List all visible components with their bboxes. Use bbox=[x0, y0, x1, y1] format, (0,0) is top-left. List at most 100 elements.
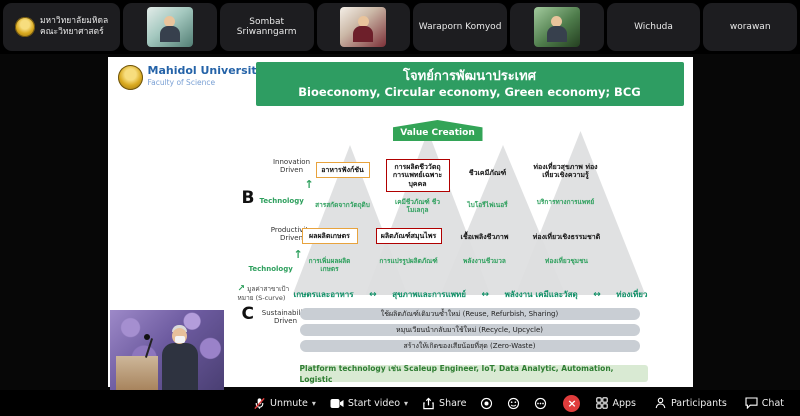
innovation-box-biochemical: ชีวเคมีภัณฑ์ bbox=[468, 169, 507, 177]
chevron-down-icon[interactable]: ▾ bbox=[311, 398, 316, 408]
unmute-label: Unmute bbox=[270, 397, 308, 409]
microphone-stand bbox=[144, 338, 154, 358]
sustainability-driven-label: Sustainability Driven bbox=[261, 309, 310, 326]
share-button[interactable]: Share bbox=[415, 397, 473, 410]
chevron-down-icon[interactable]: ▾ bbox=[404, 398, 409, 408]
participants-button[interactable]: Participants bbox=[647, 397, 734, 409]
innovation-box-food: อาหารฟังก์ชัน bbox=[315, 162, 370, 179]
participant-tile-mahidol[interactable]: มหาวิทยาลัยมหิดล คณะวิทยาศาสตร์ bbox=[3, 3, 121, 51]
participant-video-tile[interactable] bbox=[316, 3, 411, 51]
participant-body bbox=[546, 26, 567, 42]
panel-controls: Apps Participants Chat bbox=[589, 397, 800, 409]
slide-logo-block: Mahidol University Faculty of Science bbox=[117, 64, 264, 90]
participant-tile-wichuda[interactable]: Wichuda bbox=[606, 3, 701, 51]
participant-face bbox=[357, 16, 369, 27]
mahidol-logo-icon bbox=[117, 65, 143, 90]
more-options-icon bbox=[534, 397, 547, 410]
mahidol-logo-icon bbox=[14, 17, 35, 37]
sector-axis: เกษตรและอาหาร ↔ สุขภาพและการแพทย์ ↔ พลัง… bbox=[294, 288, 648, 301]
s-curve-axis-label: ↗ มูลค่าสาขาเป้าหมาย (S-curve) bbox=[237, 284, 290, 302]
slide-title-th: โจทย์การพัฒนาประเทศ bbox=[403, 68, 536, 84]
innovation-sub-1: สารสกัดจากวัตถุดิบ bbox=[315, 201, 370, 209]
participant-name: worawan bbox=[729, 22, 771, 32]
platform-technology-bar: Platform technology เช่น Scaleup Enginee… bbox=[299, 364, 648, 384]
productivity-sub-4: ท่องเที่ยวชุมชน bbox=[545, 257, 588, 265]
chat-button[interactable]: Chat bbox=[738, 397, 791, 409]
left-right-arrow-icon: ↔ bbox=[369, 289, 377, 300]
participants-label: Participants bbox=[670, 397, 727, 409]
participant-face bbox=[164, 16, 176, 27]
participant-video-thumbnail bbox=[533, 7, 580, 47]
participant-body bbox=[159, 26, 180, 42]
leave-meeting-button[interactable]: × bbox=[563, 394, 581, 412]
slide-header-banner: โจทย์การพัฒนาประเทศ Bioeconomy, Circular… bbox=[255, 62, 684, 106]
call-controls: Unmute ▾ Start video ▾ Share bbox=[246, 394, 589, 412]
control-bar: Unmute ▾ Start video ▾ Share bbox=[0, 390, 800, 416]
unmute-button[interactable]: Unmute ▾ bbox=[246, 397, 323, 410]
sector-health: สุขภาพและการแพทย์ bbox=[392, 290, 466, 299]
innovation-box-tourism: ท่องเที่ยวสุขภาพ ท่องเที่ยวเชิงความรู้ bbox=[533, 163, 598, 180]
label-b: B bbox=[241, 188, 255, 208]
innovation-sub-3: ไบโอรีไฟเนอรี่ bbox=[467, 201, 508, 209]
presentation-slide: Mahidol University Faculty of Science โจ… bbox=[107, 57, 693, 387]
productivity-sub-3: พลังงานชีวมวล bbox=[463, 257, 506, 265]
microphone-icon bbox=[144, 334, 150, 340]
productivity-box-biofuel: เชื้อเพลิงชีวภาพ bbox=[460, 233, 509, 241]
reactions-button[interactable] bbox=[500, 397, 527, 410]
close-icon: × bbox=[567, 396, 577, 410]
speaker-video[interactable] bbox=[110, 310, 224, 390]
productivity-box-herbal: ผลิตภัณฑ์สมุนไพร bbox=[375, 228, 442, 245]
participant-name: Waraporn Komyod bbox=[418, 22, 502, 32]
apps-grid-icon bbox=[596, 397, 609, 409]
participant-video-tile[interactable] bbox=[123, 3, 217, 51]
participant-video-thumbnail bbox=[340, 7, 387, 47]
participant-tile-waraporn[interactable]: Waraporn Komyod bbox=[413, 3, 507, 51]
sustainability-bar-zerowaste: สร้างให้เกิดของเสียน้อยที่สุด (Zero-Wast… bbox=[299, 340, 640, 352]
sustainability-bar-recycle: หมุนเวียนนำกลับมาใช้ใหม่ (Recycle, Upcyc… bbox=[299, 324, 640, 336]
participant-face bbox=[551, 16, 563, 27]
participant-name-line2: คณะวิทยาศาสตร์ bbox=[39, 27, 104, 37]
participant-name: Wichuda bbox=[634, 22, 673, 32]
camera-icon bbox=[330, 398, 344, 409]
left-right-arrow-icon: ↔ bbox=[593, 289, 601, 300]
technology-label-top: Technology bbox=[259, 197, 304, 205]
share-screen-icon bbox=[422, 397, 435, 410]
sector-agri-food: เกษตรและอาหาร bbox=[293, 290, 354, 299]
participant-tile-worawan[interactable]: worawan bbox=[703, 3, 798, 51]
more-options-button[interactable] bbox=[527, 397, 554, 410]
up-arrow-icon: ↑ bbox=[293, 248, 303, 261]
innovation-sub-4: บริการทางการแพทย์ bbox=[536, 198, 595, 206]
slide-logo-title: Mahidol University bbox=[147, 64, 264, 77]
participant-strip: มหาวิทยาลัยมหิดล คณะวิทยาศาสตร์ Sombat S… bbox=[0, 0, 800, 54]
podium bbox=[116, 356, 158, 390]
diagonal-arrow-icon: ↗ bbox=[237, 284, 246, 294]
participant-name: Sombat Sriwanngarm bbox=[236, 17, 297, 37]
chat-label: Chat bbox=[761, 397, 784, 409]
apps-button[interactable]: Apps bbox=[589, 397, 643, 409]
participant-tile-sombat[interactable]: Sombat Sriwanngarm bbox=[219, 3, 314, 51]
productivity-box-agri: ผลผลิตเกษตร bbox=[301, 228, 358, 245]
record-button[interactable] bbox=[473, 397, 500, 410]
apps-label: Apps bbox=[612, 397, 636, 409]
start-video-button[interactable]: Start video ▾ bbox=[323, 398, 415, 409]
sustainability-bar-reuse: ใช้ผลิตภัณฑ์เดิมวนซ้ำใหม่ (Reuse, Refurb… bbox=[299, 308, 640, 320]
left-right-arrow-icon: ↔ bbox=[481, 289, 490, 300]
sector-tourism: ท่องเที่ยว bbox=[616, 290, 648, 299]
participant-video-thumbnail bbox=[146, 7, 193, 47]
up-arrow-icon: ↑ bbox=[304, 178, 314, 191]
label-c: C bbox=[241, 304, 254, 324]
productivity-sub-1: การเพิ่มผลผลิตเกษตร bbox=[308, 257, 351, 273]
participant-body bbox=[353, 26, 374, 42]
sector-energy: พลังงาน เคมีและวัสดุ bbox=[504, 290, 578, 299]
speaker-mask bbox=[175, 336, 185, 343]
smiley-icon bbox=[507, 397, 520, 410]
participant-video-tile[interactable] bbox=[509, 3, 604, 51]
shared-screen-area: Mahidol University Faculty of Science โจ… bbox=[0, 54, 800, 390]
slide-logo-subtitle: Faculty of Science bbox=[147, 77, 216, 87]
participants-icon bbox=[654, 397, 667, 409]
slide-title-en: Bioeconomy, Circular economy, Green econ… bbox=[298, 85, 641, 100]
participant-name-line1: มหาวิทยาลัยมหิดล bbox=[39, 16, 109, 27]
productivity-sub-2: การแปรรูปผลิตภัณฑ์ bbox=[379, 257, 438, 265]
speaker-body bbox=[162, 343, 198, 390]
